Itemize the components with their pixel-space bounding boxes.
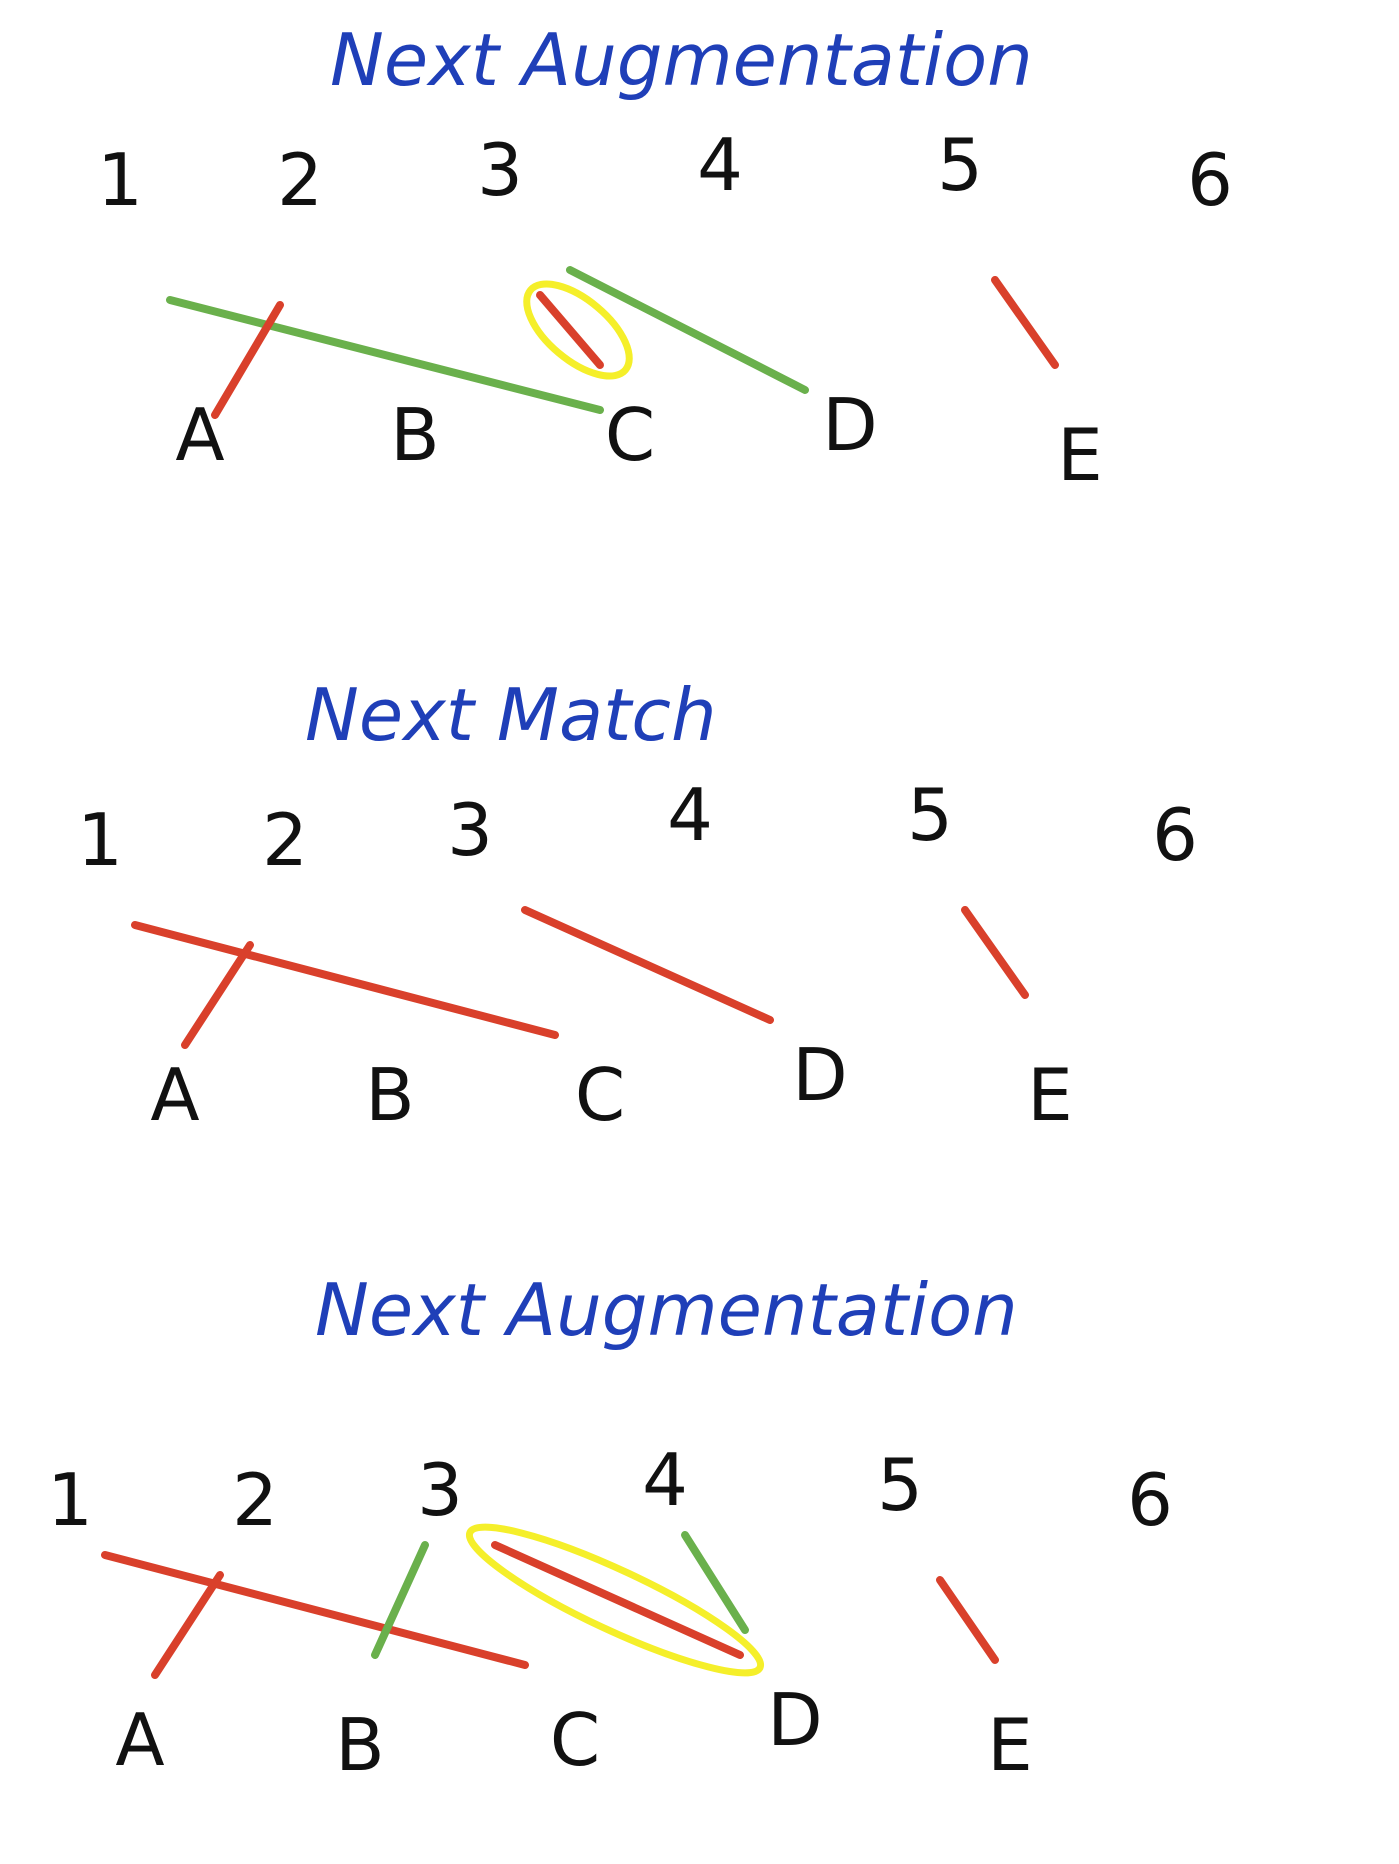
node-C: C	[575, 1053, 625, 1137]
edge-3-D	[566, 266, 809, 394]
edge-5-E	[991, 276, 1059, 369]
edge-1-C	[131, 921, 559, 1039]
node-D: D	[767, 1678, 822, 1762]
edge-3-B	[371, 1541, 429, 1659]
node-A: A	[150, 1053, 199, 1137]
edge-3-D	[491, 1541, 744, 1659]
edge-3-D	[521, 906, 774, 1024]
node-4: 4	[697, 123, 743, 207]
panel-title: Next Augmentation	[315, 1268, 1018, 1352]
node-6: 6	[1187, 138, 1233, 222]
node-D: D	[792, 1033, 847, 1117]
node-1: 1	[97, 138, 143, 222]
edge-1-C	[101, 1551, 529, 1669]
node-3: 3	[447, 788, 493, 872]
node-2: 2	[277, 138, 323, 222]
node-5: 5	[937, 123, 983, 207]
node-5: 5	[877, 1443, 923, 1527]
node-B: B	[335, 1703, 384, 1787]
edge-3-C	[536, 291, 604, 369]
node-D: D	[822, 383, 877, 467]
panel-1: Next Augmentation 1 2 3 4 5 6A B C D E	[97, 18, 1233, 497]
highlight-ellipse	[465, 1523, 765, 1677]
edge-5-E	[961, 906, 1029, 999]
node-E: E	[987, 1703, 1033, 1787]
node-1: 1	[47, 1458, 93, 1542]
panel-2: Next Match 1 2 3 4 5 6A B C D E	[77, 673, 1198, 1137]
edge-2-A	[211, 301, 284, 419]
edge-5-E	[936, 1576, 999, 1664]
node-4: 4	[642, 1438, 688, 1522]
node-2: 2	[262, 798, 308, 882]
node-1: 1	[77, 798, 123, 882]
edge-4-D	[681, 1531, 749, 1634]
node-3: 3	[477, 128, 523, 212]
node-5: 5	[907, 773, 953, 857]
node-3: 3	[417, 1448, 463, 1532]
node-E: E	[1027, 1053, 1073, 1137]
panel-title: Next Match	[305, 673, 717, 757]
node-C: C	[550, 1698, 600, 1782]
node-C: C	[605, 393, 655, 477]
edge-2-A	[181, 941, 254, 1049]
node-A: A	[115, 1698, 164, 1782]
edge-1-C	[166, 296, 604, 414]
node-E: E	[1057, 413, 1103, 497]
panel-3: Next Augmentation 1 2 3 4 5 6A B C D E	[47, 1268, 1173, 1787]
panel-title: Next Augmentation	[330, 18, 1033, 102]
node-B: B	[365, 1053, 414, 1137]
node-B: B	[390, 393, 439, 477]
edge-2-A	[151, 1571, 224, 1679]
node-A: A	[175, 393, 224, 477]
node-2: 2	[232, 1458, 278, 1542]
highlight-ellipse	[523, 280, 633, 380]
node-6: 6	[1152, 793, 1198, 877]
node-6: 6	[1127, 1458, 1173, 1542]
node-4: 4	[667, 773, 713, 857]
